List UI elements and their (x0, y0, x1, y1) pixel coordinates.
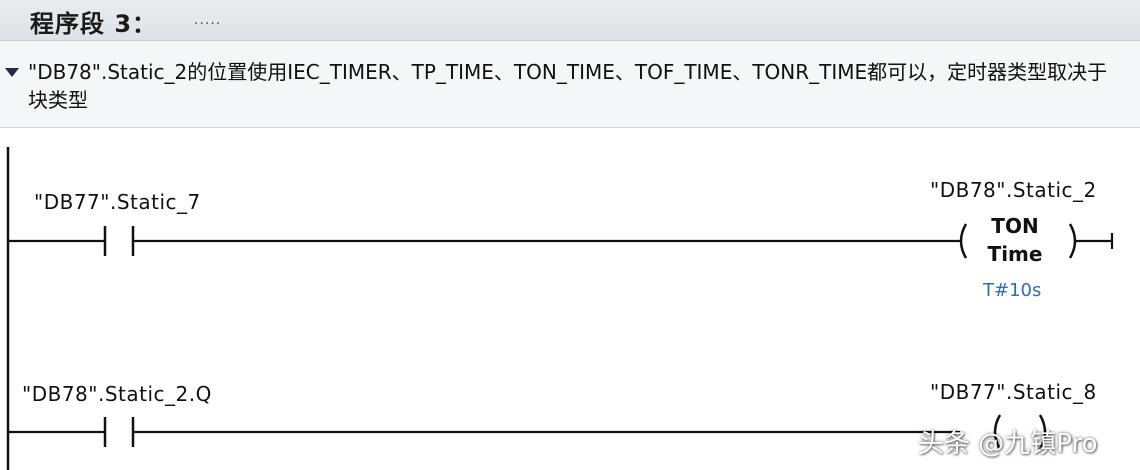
coil-1-tag[interactable]: "DB78".Static_2 (930, 178, 1097, 202)
coil-left-arc (959, 223, 968, 259)
output-coil-2[interactable] (993, 414, 1047, 450)
collapse-arrow-icon[interactable] (5, 68, 19, 77)
contact-2-tag[interactable]: "DB78".Static_2.Q (22, 382, 212, 406)
coil-2-right-arc (1038, 414, 1047, 450)
rung-2 (8, 414, 1047, 450)
coil-type-line-1: TON (991, 214, 1039, 238)
coil-2-tag[interactable]: "DB77".Static_8 (930, 380, 1097, 404)
network-title-placeholder[interactable]: ..... (194, 12, 222, 28)
network-header[interactable]: 程序段 3： ..... (0, 0, 1140, 41)
rung-1 (8, 223, 1114, 259)
no-contact-2[interactable] (103, 417, 135, 447)
watermark-text: 头条 @九镇Pro (918, 429, 1098, 459)
coil-2-left-arc (993, 414, 1002, 450)
network-comment-text[interactable]: "DB78".Static_2的位置使用IEC_TIMER、TP_TIME、TO… (28, 60, 1108, 112)
network-comment-panel[interactable]: "DB78".Static_2的位置使用IEC_TIMER、TP_TIME、TO… (0, 41, 1140, 128)
network-title: 程序段 3： (30, 10, 158, 38)
coil-type-line-2: Time (987, 242, 1043, 266)
contact-1-tag[interactable]: "DB77".Static_7 (34, 190, 201, 214)
ton-coil[interactable] (959, 223, 1077, 259)
no-contact-1[interactable] (103, 226, 135, 256)
coil-right-arc (1068, 223, 1077, 259)
timer-preset-value[interactable]: T#10s (983, 280, 1042, 301)
